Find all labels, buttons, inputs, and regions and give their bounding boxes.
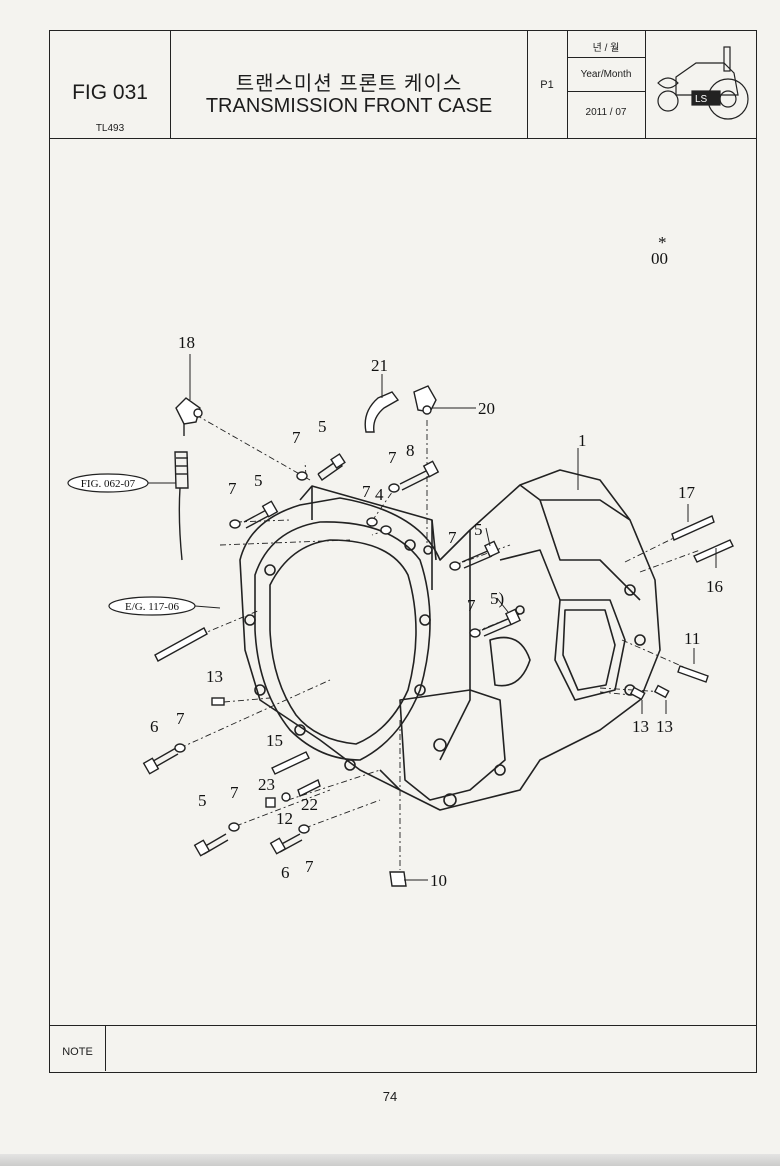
callout-7: 7 [448, 528, 457, 547]
callout-17: 17 [678, 483, 696, 502]
callout-13: 13 [632, 717, 649, 736]
note-col-divider [105, 1025, 106, 1071]
header-divider [50, 138, 756, 139]
transmission-case-body [239, 469, 661, 811]
year-month-label-kr: 년 / 월 [592, 43, 620, 54]
callout-7: 7 [305, 857, 314, 876]
callout-18: 18 [178, 333, 195, 352]
callout-5: 5 [254, 471, 263, 490]
note-label: NOTE [62, 1046, 93, 1058]
title-korean: 트랜스미션 프론트 케이스 [235, 73, 463, 95]
callout-21: 21 [371, 356, 388, 375]
header-col-divider [567, 31, 568, 138]
fastener-parts [142, 385, 734, 887]
callout-7: 7 [228, 479, 237, 498]
callout-5: 5 [318, 417, 327, 436]
callout-7: 7 [176, 709, 185, 728]
callout-23: 23 [258, 775, 275, 794]
note-divider [50, 1025, 756, 1026]
svg-text:LS: LS [695, 94, 708, 105]
callout-00: 00 [651, 249, 668, 268]
callout-star: * [658, 233, 667, 252]
callout-11: 11 [684, 629, 700, 648]
header-row-divider [567, 57, 645, 58]
callout-22: 22 [301, 795, 318, 814]
model-code: TL493 [95, 123, 125, 134]
eg-ref-label: E/G. 117-06 [125, 601, 179, 613]
page-code: P1 [540, 79, 554, 91]
callout-7: 7 [467, 596, 476, 615]
header-col-divider [645, 31, 646, 138]
callout-4: 4 [375, 485, 384, 504]
callout-7: 7 [388, 448, 397, 467]
callout-6: 6 [281, 863, 290, 882]
callout-7: 7 [230, 783, 239, 802]
callout-7: 7 [362, 482, 371, 501]
callout-12: 12 [276, 809, 293, 828]
year-month-label-en: Year/Month [580, 69, 632, 80]
callout-lines [148, 354, 717, 881]
callout-1: 1 [578, 431, 587, 450]
header-col-divider [527, 31, 528, 138]
fig-ref-label: FIG. 062-07 [81, 478, 136, 490]
revision-date: 2011 / 07 [585, 107, 627, 118]
figure-reference-fig: FIG. 062-07 [67, 473, 149, 493]
tractor-icon: LS [657, 46, 749, 120]
callout-10: 10 [430, 871, 447, 890]
callout-15: 15 [266, 731, 283, 750]
callout-5: 5 [198, 791, 207, 810]
page-number: 74 [382, 1089, 398, 1104]
figure-number: FIG 031 [72, 81, 148, 104]
callout-8: 8 [406, 441, 415, 460]
callout-5: 5 [474, 520, 483, 539]
callout-16: 16 [706, 577, 723, 596]
title-english: TRANSMISSION FRONT CASE [205, 95, 493, 117]
callout-7: 7 [292, 428, 301, 447]
callout-13: 13 [656, 717, 673, 736]
header-col-divider [170, 31, 171, 138]
part-callouts: 1 4 5 5 5 5) 5 6 6 7 7 7 7 7 7 7 7 7 8 1… [150, 233, 723, 890]
callout-20: 20 [478, 399, 495, 418]
callout-5: 5) [490, 589, 504, 608]
callout-13: 13 [206, 667, 223, 686]
figure-reference-eg: E/G. 117-06 [108, 596, 196, 616]
callout-6: 6 [150, 717, 159, 736]
header-row-divider [567, 91, 645, 92]
scan-edge [0, 1154, 780, 1166]
drawing-frame: FIG 031 TL493 트랜스미션 프론트 케이스 TRANSMISSION… [49, 30, 757, 1073]
